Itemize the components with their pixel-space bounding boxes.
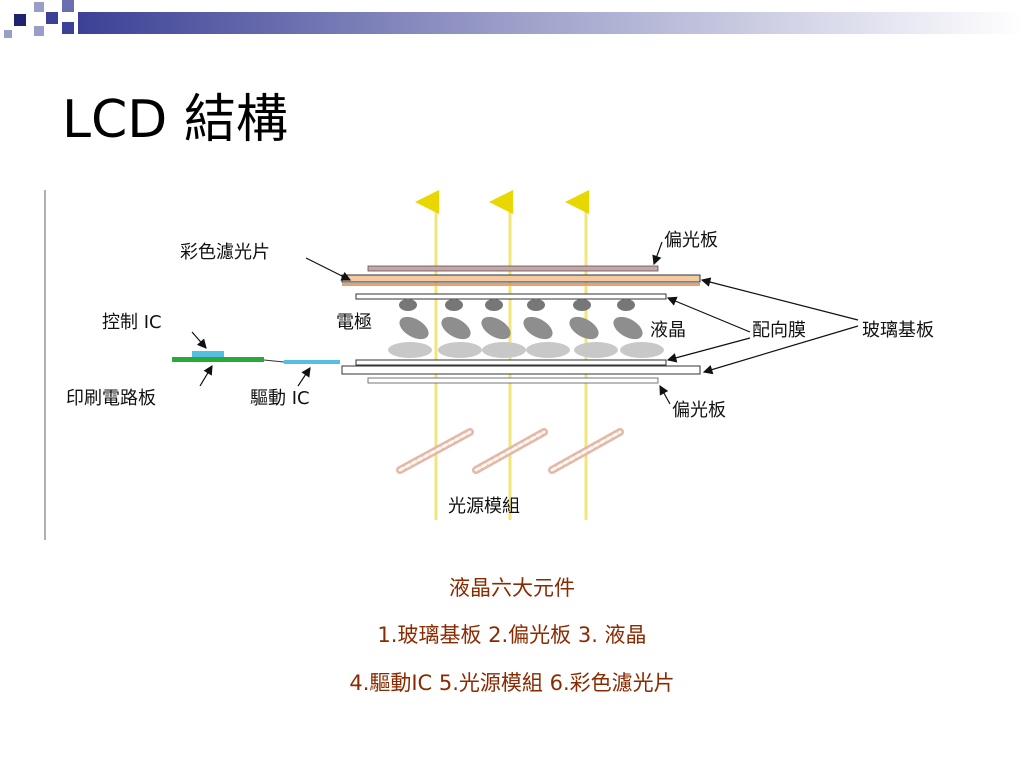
header-band (0, 0, 1024, 38)
summary-heading: 液晶六大元件 (449, 576, 575, 600)
top-glass-substrate (341, 274, 701, 283)
deco-square-3 (46, 12, 58, 24)
lcd-structure-diagram: 彩色濾光片 偏光板 控制 IC 電極 液晶 配向膜 玻璃基板 印刷電路板 驅動 … (66, 190, 934, 520)
bottom-polarizer (367, 377, 659, 384)
control-ic-chip (192, 351, 224, 357)
summary-line-3: 4.驅動IC 5.光源模組 6.彩色濾光片 (349, 671, 675, 695)
label-polarizer-bottom: 偏光板 (672, 400, 726, 421)
deco-square-4 (34, 26, 44, 36)
deco-square-7 (4, 30, 12, 38)
label-pcb: 印刷電路板 (66, 388, 156, 409)
label-polarizer-top: 偏光板 (664, 230, 718, 251)
label-color-filter: 彩色濾光片 (180, 242, 270, 263)
header-band-graphic (4, 0, 1024, 38)
label-liquid-crystal: 液晶 (650, 320, 686, 341)
driver-ic-chip (284, 360, 340, 364)
color-filter-layer (342, 283, 700, 286)
deco-square-6 (62, 22, 74, 34)
label-glass-substrate: 玻璃基板 (862, 320, 934, 341)
label-light-module: 光源模組 (448, 496, 520, 517)
summary-line-2: 1.玻璃基板 2.偏光板 3. 液晶 (377, 623, 647, 647)
slide-title: LCD 結構 (62, 90, 288, 150)
electrodes (399, 299, 635, 311)
backlight-tubes (396, 428, 624, 474)
summary-block: 液晶六大元件 1.玻璃基板 2.偏光板 3. 液晶 4.驅動IC 5.光源模組 … (0, 578, 1024, 694)
deco-square-1 (14, 14, 26, 26)
bottom-alignment-film (355, 359, 667, 366)
deco-square-5 (62, 0, 74, 12)
liquid-crystal-lower (388, 342, 664, 358)
label-driver-ic: 驅動 IC (250, 388, 310, 409)
liquid-crystal-molecules (399, 316, 643, 340)
label-electrode: 電極 (336, 312, 372, 333)
leader-arrows (191, 241, 859, 405)
bottom-glass-substrate (341, 365, 701, 375)
label-alignment-film: 配向膜 (752, 320, 806, 341)
deco-square-2 (34, 2, 44, 12)
top-polarizer (367, 265, 659, 272)
label-control-ic: 控制 IC (102, 312, 162, 333)
printed-circuit-board (172, 357, 264, 362)
top-alignment-film (355, 293, 667, 300)
diagram-left-border (44, 190, 46, 540)
